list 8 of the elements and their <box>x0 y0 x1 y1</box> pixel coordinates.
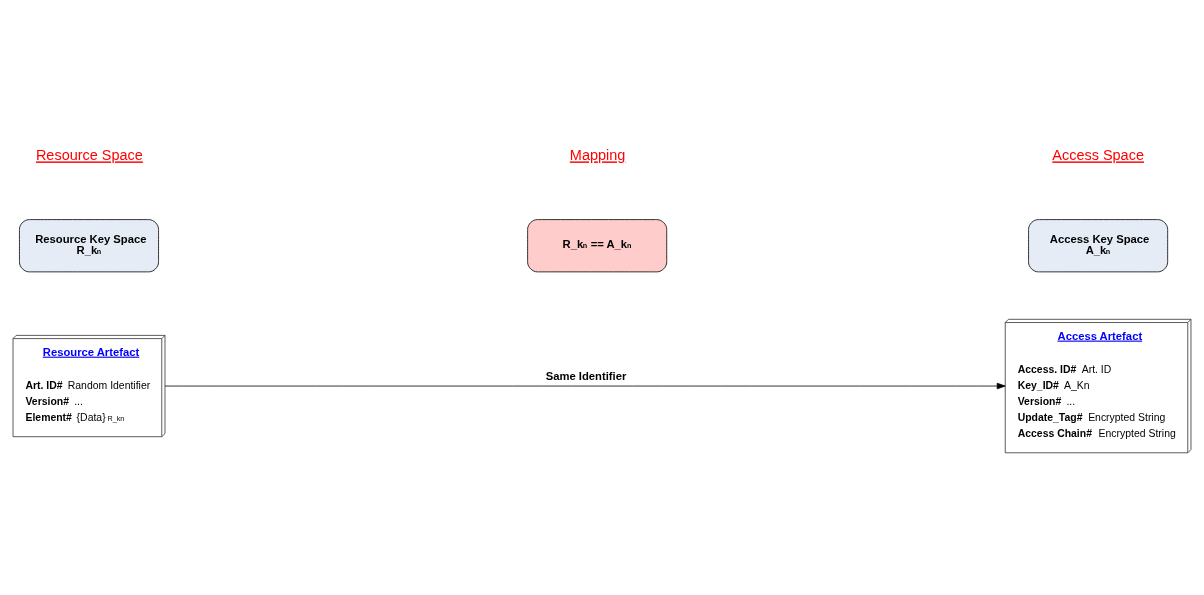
node-box: Resource Key Space R_kn <box>19 218 159 272</box>
arrow <box>164 382 1006 389</box>
node-box: R_kn == A_kn <box>527 218 668 272</box>
label: Resource Space <box>35 146 143 163</box>
label: Access Space <box>1052 146 1144 163</box>
edge-label: Same Identifier <box>545 369 627 382</box>
node-box: Access Key Space A_kn <box>1028 218 1169 272</box>
label: Mapping <box>569 146 626 163</box>
